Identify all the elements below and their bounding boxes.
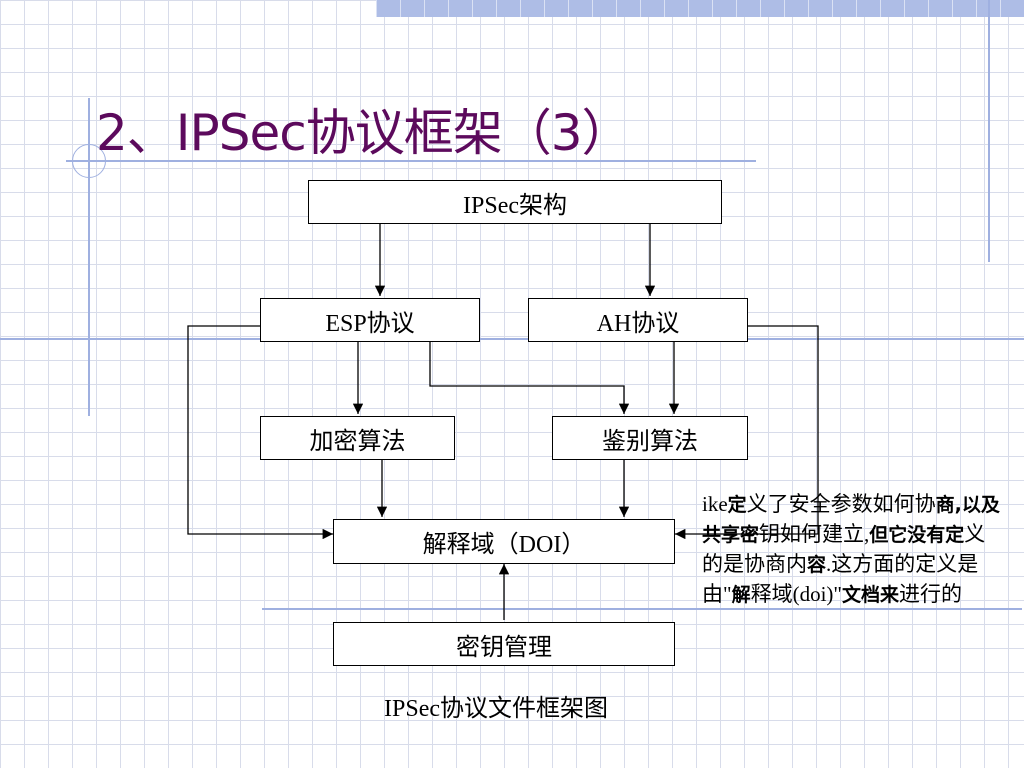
- node-ah-protocol: AH协议: [528, 298, 748, 342]
- connector-ah-doi: [675, 325, 819, 540]
- node-doi: 解释域（DOI）: [333, 519, 675, 564]
- note-segment: 义了安全参数如何协: [746, 492, 936, 516]
- connector-esp-doi: [187, 325, 333, 540]
- note-segment: 进行的: [899, 582, 963, 606]
- diagram-caption: IPSec协议文件框架图: [384, 696, 608, 722]
- note-segment: 钥如何建立,: [759, 522, 870, 546]
- decor-horizontal-line-lower: [262, 608, 1022, 610]
- note-segment: .这方面的定义是由": [702, 552, 979, 606]
- note-segment: 商,以及共享密: [702, 494, 1000, 546]
- node-key-management: 密钥管理: [333, 622, 675, 666]
- note-segment: 解: [731, 584, 751, 606]
- node-authentication-algorithm: 鉴别算法: [552, 416, 748, 460]
- note-segment: 但它没有定: [869, 524, 965, 546]
- top-accent-bar: [376, 0, 1024, 17]
- decor-horizontal-line-title: [66, 160, 756, 162]
- ike-note: ike定义了安全参数如何协商,以及共享密钥如何建立,但它没有定义的是协商内容.这…: [702, 490, 1002, 610]
- note-segment: 定: [727, 494, 747, 516]
- note-segment: 容: [807, 554, 827, 576]
- decor-vertical-line-left: [88, 98, 90, 416]
- note-segment: 义的是协商内: [702, 522, 986, 576]
- decor-horizontal-line-mid: [0, 338, 1024, 340]
- decor-vertical-line-right: [988, 0, 990, 262]
- node-ipsec-architecture: IPSec架构: [308, 180, 722, 224]
- note-segment: 文档来: [842, 584, 900, 606]
- note-segment: ike: [702, 492, 728, 516]
- connector-esp-authentication: [429, 342, 630, 414]
- page-title: 2、IPSec协议框架（3）: [96, 104, 632, 162]
- note-segment: 释域(doi)": [750, 582, 842, 606]
- node-esp-protocol: ESP协议: [260, 298, 480, 342]
- decor-circle: [72, 144, 106, 178]
- node-encryption-algorithm: 加密算法: [260, 416, 455, 460]
